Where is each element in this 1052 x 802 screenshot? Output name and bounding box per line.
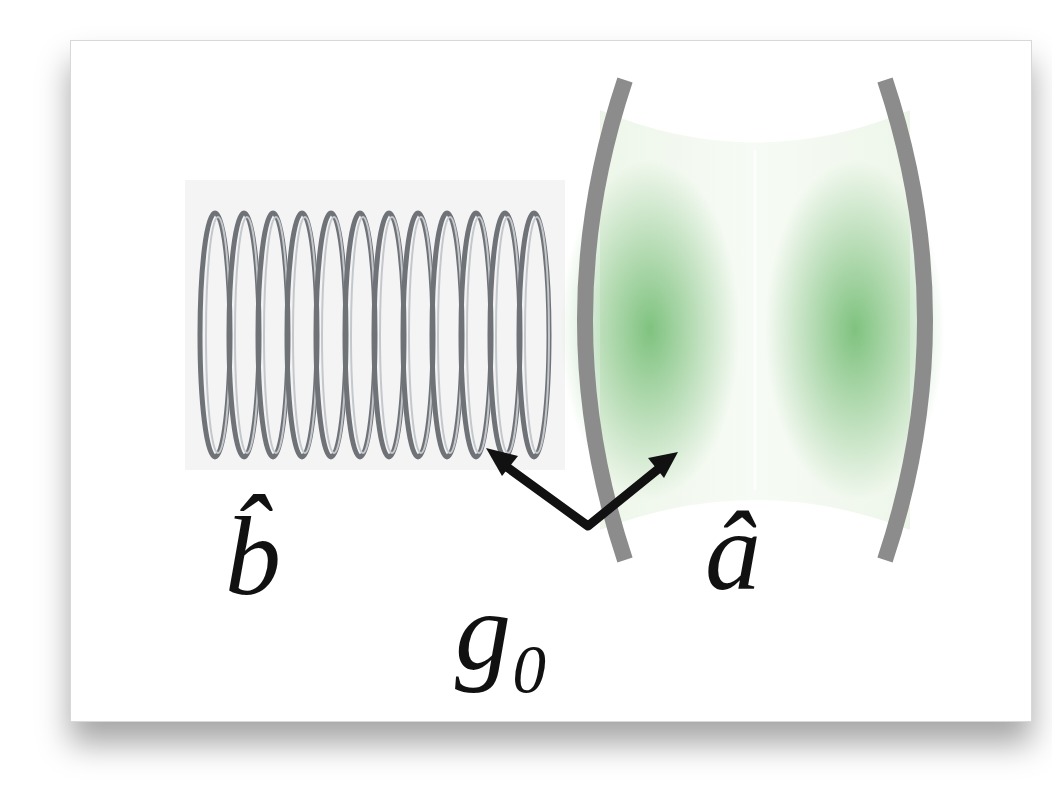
coil-highlight [409,217,433,453]
coil-highlight [467,217,491,453]
coil-highlight [293,217,317,453]
coil-highlight [264,217,288,453]
coil-turn [461,213,491,457]
coil-turn [490,213,520,457]
coil-highlight [438,217,462,453]
coil-highlight [322,217,346,453]
mode-waist [754,150,757,490]
operator-label: g₀ [455,575,550,687]
coil-turn [229,213,259,457]
operator-label: â [705,495,761,607]
coil-highlight [351,217,375,453]
coil-turn [287,213,317,457]
coil-turn [374,213,404,457]
coil-turn [432,213,462,457]
coil-turn [403,213,433,457]
coil-highlight [235,217,259,453]
operator-label: b̂ [225,500,281,612]
coil-highlight [525,217,549,453]
spring-coil [200,213,549,457]
coil-highlight [496,217,520,453]
coil-highlight [206,217,230,453]
coil-turn [345,213,375,457]
coil-turn [258,213,288,457]
coil-turn [200,213,230,457]
right-mirror [885,80,925,560]
coupling-arrow [500,462,662,526]
coil-turn [519,213,549,457]
coil-turn [316,213,346,457]
left-mirror [585,80,625,560]
spring-backdrop [185,180,565,470]
arrowhead [486,448,518,476]
coil-highlight [380,217,404,453]
arrowhead [648,452,678,478]
